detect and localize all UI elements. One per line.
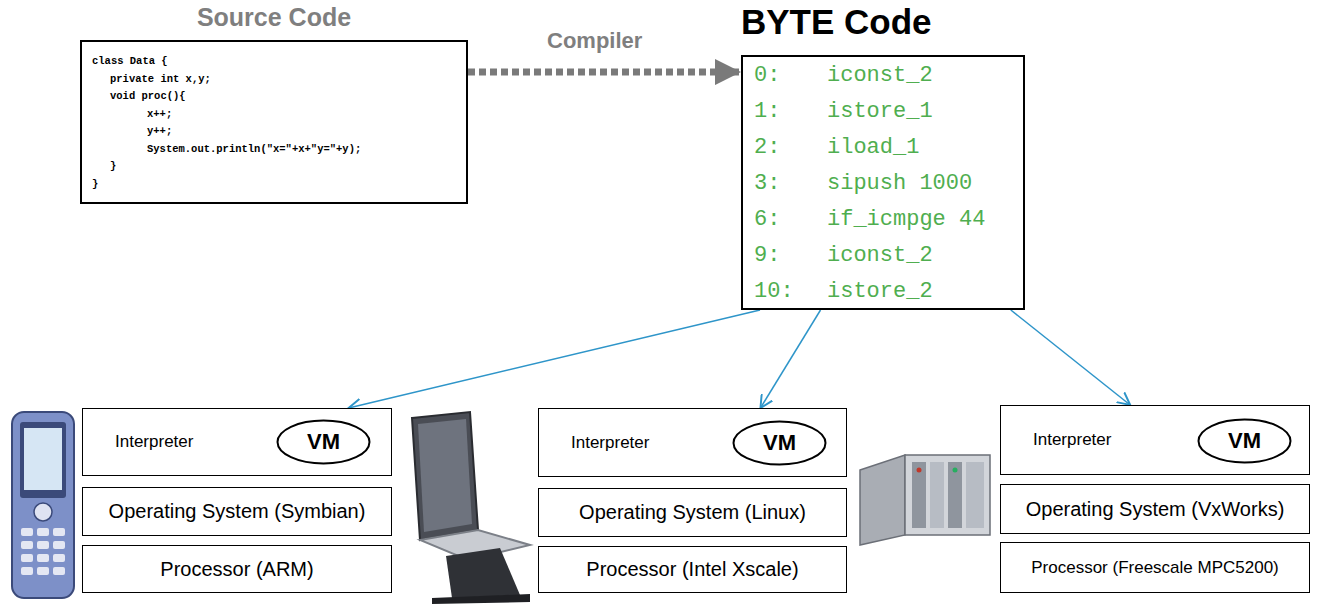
- vm-ellipse: VM: [1197, 418, 1292, 464]
- illustration-part: [37, 541, 49, 549]
- illustration-part: [953, 468, 958, 473]
- code-line: System.out.println("x="+x+"y="+y);: [147, 143, 361, 155]
- bytecode-offset: 10:: [754, 279, 794, 304]
- illustration-part: [418, 419, 472, 532]
- edge-label: Compiler: [544, 28, 645, 54]
- illustration-part: [53, 567, 65, 575]
- illustration-part: [20, 422, 66, 498]
- bytecode-instruction: iload_1: [827, 135, 919, 160]
- bytecode-offset: 9:: [754, 243, 780, 268]
- illustration-part: [860, 455, 905, 545]
- bytecode-offset: 3:: [754, 171, 780, 196]
- os-box: Operating System (VxWorks): [1000, 484, 1310, 534]
- code-line: }: [92, 178, 98, 190]
- source-code-box: Source Codeclass Data {private int x,y;v…: [80, 40, 468, 204]
- vm-ellipse: VM: [276, 419, 371, 465]
- interpreter-box: Interpreter VM: [538, 408, 847, 477]
- layer-label: Processor (Freescale MPC5200): [1031, 558, 1279, 578]
- bytecode-instruction: iconst_2: [827, 243, 933, 268]
- illustration-part: [21, 554, 33, 562]
- illustration-part: [917, 468, 922, 473]
- illustration-part: [905, 455, 990, 535]
- illustration-part: [24, 428, 62, 490]
- bytecode-instruction: istore_2: [827, 279, 933, 304]
- code-line: x++;: [147, 108, 172, 120]
- layer-label: Interpreter: [1033, 430, 1111, 450]
- bytecode-offset: 0:: [754, 63, 780, 88]
- code-line: private int x,y;: [110, 73, 211, 85]
- layer-label: Operating System (Symbian): [109, 500, 366, 523]
- layer-label: Processor (Intel Xscale): [586, 558, 798, 581]
- layer-label: Operating System (Linux): [579, 501, 806, 524]
- processor-box: Processor (ARM): [82, 545, 392, 593]
- bytecode-box: BYTE Code0:iconst_21:istore_12:iload_13:…: [741, 55, 1025, 310]
- vm-label: VM: [763, 430, 796, 456]
- illustration-part: [37, 567, 49, 575]
- processor-box: Processor (Intel Xscale): [538, 546, 847, 593]
- vm-ellipse: VM: [732, 420, 827, 466]
- code-line: void proc(){: [110, 90, 186, 102]
- code-line: }: [110, 160, 116, 172]
- ellipse-shape: [278, 421, 370, 464]
- illustration-part: [53, 528, 65, 536]
- os-box: Operating System (Linux): [538, 488, 847, 537]
- section-heading: Source Code: [82, 3, 466, 32]
- layer-label: Processor (ARM): [160, 558, 313, 581]
- bytecode-instruction: iconst_2: [827, 63, 933, 88]
- vm-label: VM: [307, 429, 340, 455]
- server-rack: [860, 455, 990, 545]
- illustration-part: [912, 462, 926, 528]
- illustration-part: [21, 528, 33, 536]
- illustration-part: [53, 541, 65, 549]
- illustration-part: [21, 541, 33, 549]
- layer-label: Interpreter: [115, 432, 193, 452]
- illustration-part: [21, 567, 33, 575]
- interpreter-box: Interpreter VM: [82, 408, 392, 476]
- bytecode-instruction: if_icmpge 44: [827, 207, 985, 232]
- illustration-part: [37, 554, 49, 562]
- processor-box: Processor (Freescale MPC5200): [1000, 542, 1310, 593]
- ellipse-shape: [1199, 420, 1291, 463]
- laptop: [412, 412, 530, 604]
- bytecode-offset: 2:: [754, 135, 780, 160]
- section-heading: BYTE Code: [741, 2, 932, 42]
- illustration-part: [37, 528, 49, 536]
- ellipse-shape: [734, 422, 826, 465]
- illustration-part: [966, 462, 984, 528]
- illustration-part: [948, 462, 962, 528]
- os-box: Operating System (Symbian): [82, 487, 392, 536]
- interpreter-box: Interpreter VM: [1000, 405, 1310, 475]
- illustration-part: [930, 462, 944, 528]
- illustration-part: [12, 412, 74, 598]
- deploy-arrow: [1011, 310, 1130, 405]
- bytecode-instruction: sipush 1000: [827, 171, 972, 196]
- layer-label: Interpreter: [571, 433, 649, 453]
- bytecode-instruction: istore_1: [827, 99, 933, 124]
- deploy-arrow: [349, 310, 760, 408]
- compiler-arrow: [468, 68, 741, 75]
- illustration-part: [53, 554, 65, 562]
- illustration-part: [412, 412, 478, 540]
- deploy-arrow: [760, 310, 820, 408]
- illustration-part: [34, 503, 52, 521]
- vm-label: VM: [1228, 428, 1261, 454]
- layer-label: Operating System (VxWorks): [1026, 498, 1285, 521]
- illustration-part: [432, 594, 530, 604]
- illustration-part: [446, 548, 520, 598]
- bytecode-offset: 1:: [754, 99, 780, 124]
- code-line: y++;: [147, 125, 172, 137]
- code-line: class Data {: [92, 55, 168, 67]
- mobile-phone: [12, 412, 74, 598]
- bytecode-offset: 6:: [754, 207, 780, 232]
